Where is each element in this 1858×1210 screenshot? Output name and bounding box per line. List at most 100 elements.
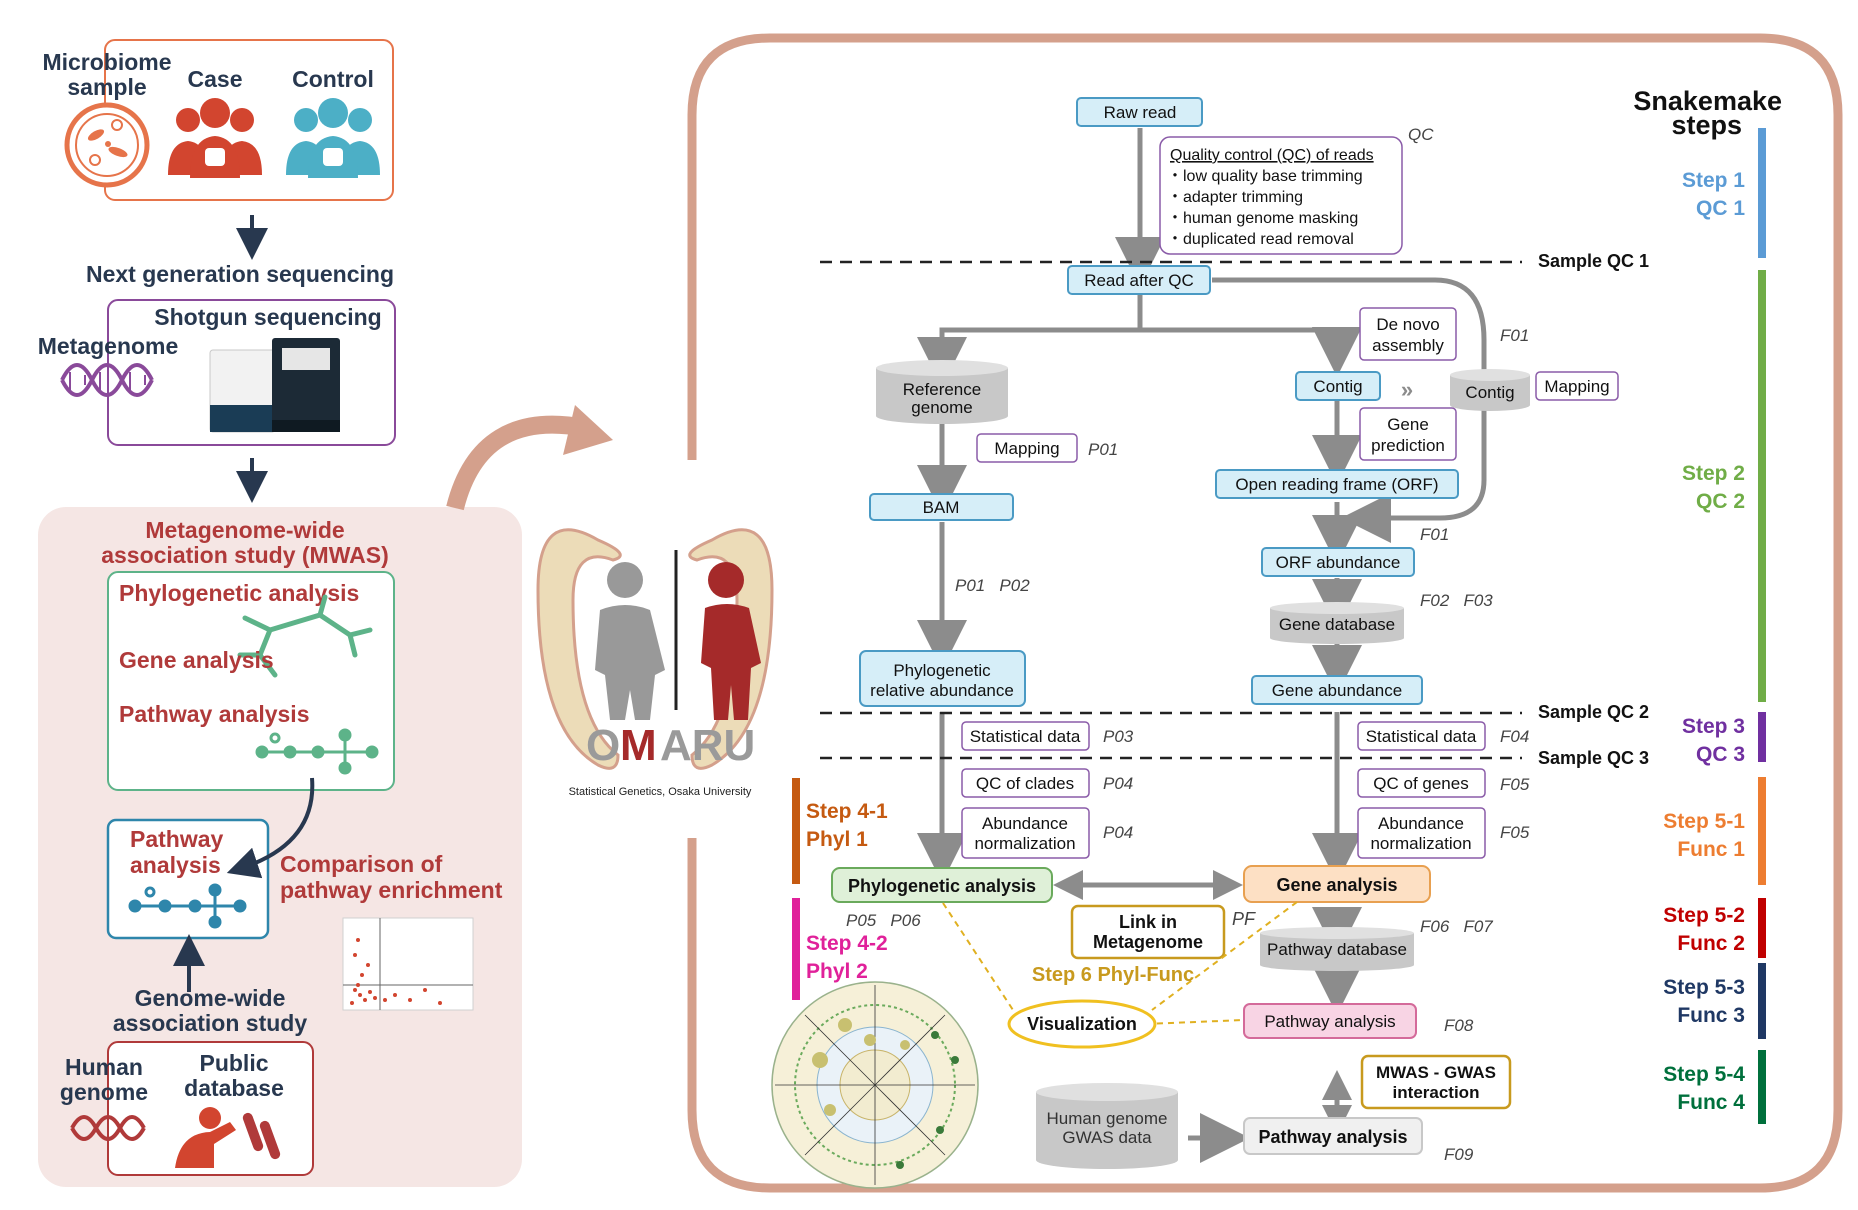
human-gwas-db	[1036, 1083, 1178, 1169]
gene-analysis-box	[1243, 865, 1431, 903]
arrow-contig-mapping-loop	[1212, 277, 1487, 543]
pathway-database-label: Pathway database	[1267, 940, 1407, 959]
qc-reads-box	[1159, 136, 1403, 255]
orf-box	[1215, 469, 1459, 499]
gene-analysis-label: Gene analysis	[1276, 875, 1397, 895]
big-curved-arrow	[446, 415, 587, 511]
double-chevron-icon: »	[1401, 377, 1413, 402]
qc-item-1: ・low quality base trimming	[1167, 168, 1363, 185]
mapping2-label: Mapping	[1544, 377, 1609, 396]
metagenome-label: Metagenome	[38, 333, 179, 359]
orf-abundance-box	[1261, 547, 1415, 577]
researcher-icon	[175, 1107, 281, 1168]
big-curved-arrowhead	[563, 405, 613, 455]
viz-dashed-links	[942, 901, 1298, 1025]
orf-abundance-label: ORF abundance	[1276, 553, 1401, 572]
contig-box	[1295, 371, 1381, 401]
qc-clades-box	[961, 768, 1090, 798]
scatter-plot-icon	[342, 917, 474, 1011]
pathway-analysis-pink-label: Pathway analysis	[1264, 1012, 1395, 1031]
raw-read-label: Raw read	[1104, 103, 1177, 122]
gene-abundance-label: Gene abundance	[1272, 681, 1402, 700]
reference-genome-db	[876, 360, 1008, 424]
phylo-analysis-box	[831, 867, 1053, 903]
statistical-data-1-box	[961, 721, 1090, 751]
pathway-database-db	[1260, 927, 1414, 971]
mwas-gwas-box	[1360, 1054, 1512, 1110]
omaru-logo: O M ARU Statistical Genetics, Osaka Univ…	[536, 528, 774, 798]
pathway-analysis-pink-box	[1243, 1003, 1417, 1039]
mapping-box	[976, 433, 1078, 463]
contig2-label: Contig	[1465, 383, 1514, 402]
mapping-label: Mapping	[994, 439, 1059, 458]
qc-genes-label: QC of genes	[1373, 774, 1468, 793]
qc-genes-box	[1357, 768, 1486, 798]
mapping2-box	[1535, 371, 1619, 401]
step3-bar	[1758, 712, 1766, 762]
omaru-aru: ARU	[660, 721, 755, 770]
gene-abundance-box	[1251, 675, 1423, 705]
case-label: Case	[188, 66, 243, 92]
de-novo-box	[1359, 307, 1457, 361]
case-people-icon	[168, 98, 262, 178]
step54-bar	[1758, 1050, 1766, 1124]
arrow-to-denovo	[1140, 327, 1362, 377]
omaru-o: O	[586, 721, 620, 770]
sample-qc-2-label: Sample QC 2	[1538, 702, 1649, 722]
abund-norm-2-box	[1357, 807, 1486, 859]
circular-tree-icon	[771, 981, 979, 1189]
f04-label: F04	[1500, 727, 1529, 746]
sequencer-icon	[209, 338, 340, 433]
arrow-comparison	[226, 777, 315, 879]
p05-p06-label: P05 P06	[846, 911, 921, 930]
gene-database-db	[1270, 602, 1404, 644]
bam-label: BAM	[923, 498, 960, 517]
f01b-label: F01	[1420, 525, 1449, 544]
step2-bar	[1758, 270, 1766, 702]
human-dna-icon	[70, 1115, 146, 1141]
analysis-box	[107, 571, 395, 791]
omaru-m: M	[620, 721, 657, 770]
f01a-label: F01	[1500, 326, 1529, 345]
qc-clades-label: QC of clades	[976, 774, 1074, 793]
bam-box	[869, 493, 1014, 521]
f06-f07-label: F06 F07	[1420, 917, 1493, 936]
qc-item-3: ・human genome masking	[1167, 210, 1358, 227]
pathway-analysis-gray-label: Pathway analysis	[1258, 1127, 1407, 1147]
sample-qc-3-label: Sample QC 3	[1538, 748, 1649, 768]
pathway-green-icon	[255, 728, 379, 775]
f02-f03-label: F02 F03	[1420, 591, 1493, 610]
f08-label: F08	[1444, 1016, 1474, 1035]
pathway-analysis-gray-box	[1243, 1117, 1423, 1155]
orf-label: Open reading frame (ORF)	[1235, 475, 1438, 494]
step6-label: Step 6 Phyl-Func	[1032, 964, 1194, 986]
petri-dish-icon	[64, 102, 150, 188]
visualization-label: Visualization	[1027, 1014, 1137, 1034]
statistical-data-2-box	[1357, 721, 1486, 751]
p04a-label: P04	[1103, 774, 1133, 793]
qc-reads-title: Quality control (QC) of reads	[1170, 147, 1374, 164]
abund-norm-1-box	[961, 807, 1090, 859]
f05a-label: F05	[1500, 775, 1530, 794]
